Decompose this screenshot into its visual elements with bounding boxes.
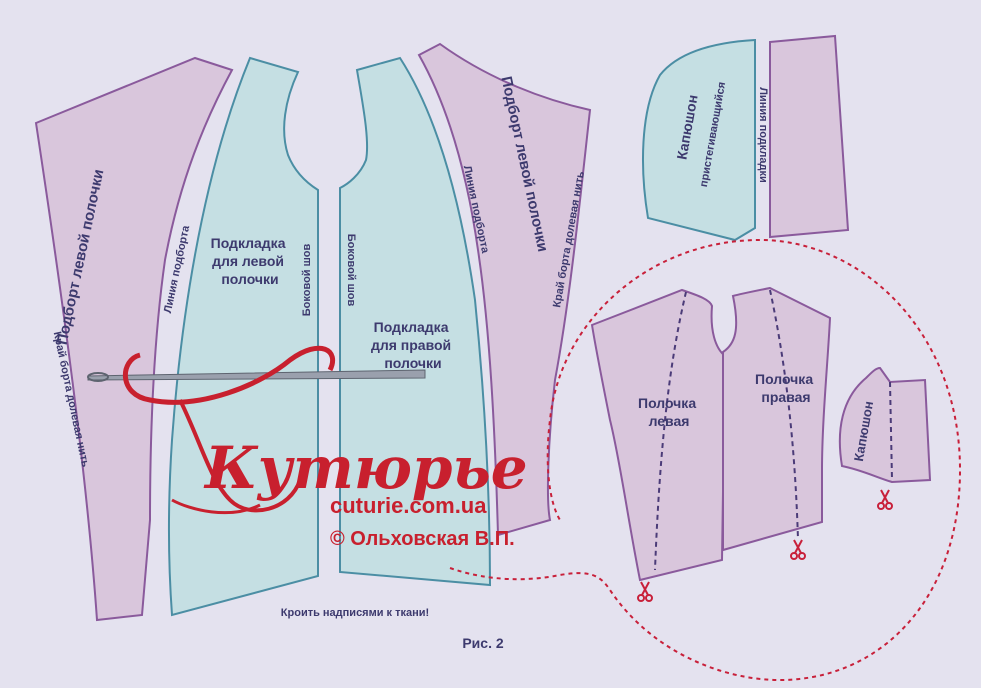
- label-lining-left: Подкладка для левой полочки: [211, 235, 290, 287]
- label-lining-left-line3: полочки: [221, 271, 278, 287]
- front-right-piece: [722, 286, 832, 552]
- hood-small-dart: [889, 381, 893, 481]
- logo-copyright-text: © Ольховская В.П.: [330, 528, 515, 550]
- label-lining-right-line3: полочки: [384, 355, 441, 371]
- label-front-right-line1: Полочка: [755, 371, 813, 387]
- instruction-note: Кроить надписями к ткани!: [281, 607, 429, 619]
- logo-needle-icon: [87, 345, 426, 515]
- scissors-icon: [637, 581, 653, 602]
- label-lining-left-line1: Подкладка: [211, 235, 286, 251]
- logo-site-text: cuturie.com.ua: [330, 493, 487, 518]
- front-left-piece: [590, 288, 727, 582]
- label-lining-right-line2: для правой: [371, 337, 451, 353]
- label-front-left: Полочка левая: [638, 395, 700, 429]
- scissors-icon: [790, 539, 806, 560]
- label-lining-line: Линия подкладки: [757, 87, 769, 183]
- logo-script-text: Кутюрье: [203, 434, 528, 502]
- label-side-seam-1: Боковой шов: [301, 244, 313, 317]
- lining-right-piece: [339, 56, 492, 587]
- label-lining-right: Подкладка для правой полочки: [371, 319, 455, 371]
- label-lining-left-line2: для левой: [212, 253, 284, 269]
- figure-caption: Рис. 2: [462, 635, 504, 651]
- label-side-seam-2: Боковой шов: [345, 234, 357, 307]
- label-front-left-line1: Полочка: [638, 395, 696, 411]
- front-right-dart: [769, 289, 799, 541]
- label-lining-right-line1: Подкладка: [374, 319, 449, 335]
- label-front-left-line2: левая: [649, 413, 690, 429]
- hood-large-piece: [642, 38, 756, 242]
- scissors-icon: [877, 489, 893, 510]
- hood-lining-strip: [769, 34, 850, 239]
- lining-left-piece: [168, 56, 319, 617]
- label-front-right-line2: правая: [761, 389, 810, 405]
- label-front-right: Полочка правая: [755, 371, 817, 405]
- facing-right-piece: [417, 42, 592, 537]
- facing-left-piece: [34, 56, 234, 622]
- hood-small-piece: [838, 366, 932, 484]
- front-left-dart: [654, 291, 687, 571]
- cut-circle: [449, 238, 962, 682]
